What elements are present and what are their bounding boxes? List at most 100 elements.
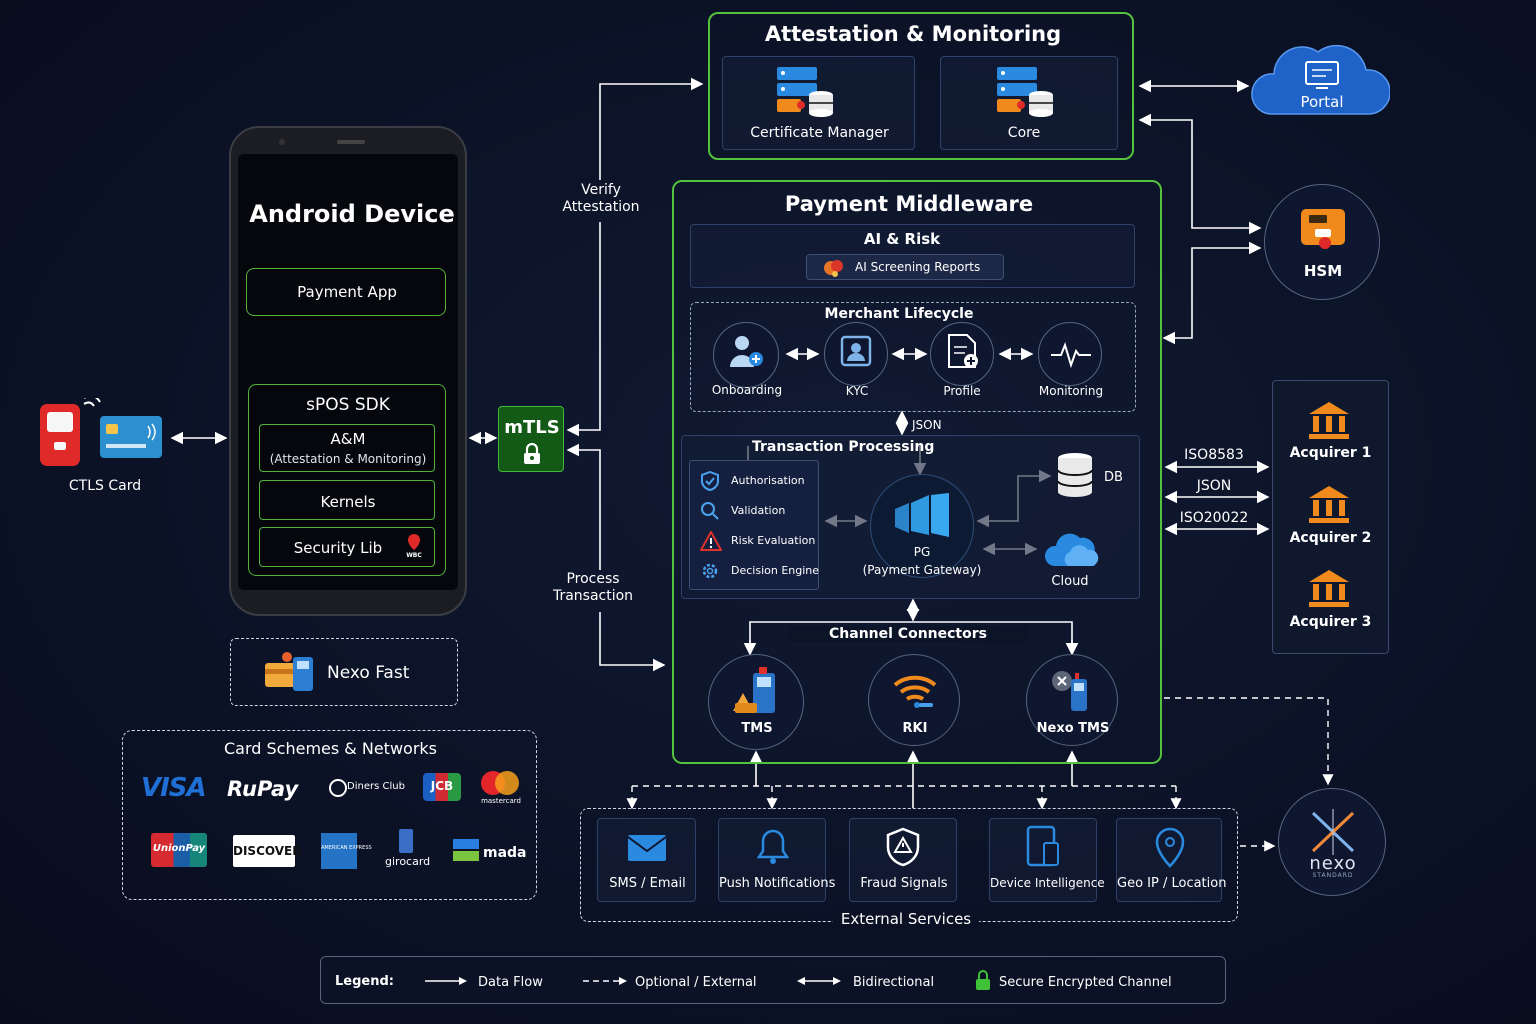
acquirer-2-label: Acquirer 2 bbox=[1289, 530, 1372, 546]
cloud-label: Cloud bbox=[1051, 574, 1089, 589]
android-title: Android Device bbox=[249, 200, 455, 228]
transaction-steps-list: Authorisation Validation Risk Evaluation… bbox=[689, 460, 819, 590]
location-pin-icon bbox=[1155, 827, 1185, 868]
core-box[interactable]: Core bbox=[940, 56, 1118, 150]
diners-club-logo: Diners Club bbox=[347, 781, 405, 792]
nexo-fast-label: Nexo Fast bbox=[327, 663, 410, 683]
cloud-icon bbox=[1251, 44, 1391, 115]
transaction-processing-title: Transaction Processing bbox=[752, 439, 935, 455]
decision-gear-icon bbox=[702, 563, 718, 579]
mtls-box[interactable]: mTLS bbox=[498, 406, 564, 472]
payment-gateway-node[interactable] bbox=[870, 474, 974, 578]
merchant-lifecycle-box: Merchant Lifecycle bbox=[690, 302, 1136, 412]
push-notifications-card[interactable]: Push Notifications bbox=[718, 818, 835, 902]
email-icon bbox=[627, 835, 667, 861]
data-flow-arrow-icon bbox=[425, 977, 467, 985]
monitoring-node[interactable] bbox=[1038, 322, 1102, 386]
device-intelligence-card[interactable]: Device Intelligence bbox=[989, 818, 1105, 902]
ai-risk-title: AI & Risk bbox=[863, 230, 941, 248]
certificate-manager-box[interactable]: Certificate Manager bbox=[722, 56, 915, 150]
geo-ip-card[interactable]: Geo IP / Location bbox=[1116, 818, 1227, 902]
amex-logo: AMERICAN EXPRESS bbox=[321, 845, 372, 851]
kyc-node[interactable] bbox=[824, 322, 888, 386]
kyc-id-icon bbox=[840, 335, 872, 367]
portal-cloud[interactable]: Portal bbox=[1250, 32, 1391, 118]
contactless-terminal-icon bbox=[40, 394, 162, 466]
fraud-shield-icon bbox=[886, 827, 920, 867]
bank-icon bbox=[1309, 402, 1349, 439]
core-label: Core bbox=[1007, 125, 1041, 141]
unionpay-badge: UnionPay bbox=[151, 833, 207, 867]
acquirer-3-label: Acquirer 3 bbox=[1289, 614, 1372, 630]
db-icon bbox=[1057, 453, 1093, 497]
bell-icon bbox=[757, 829, 789, 864]
process-label: Process bbox=[566, 571, 620, 587]
payment-middleware-box: Payment Middleware bbox=[672, 180, 1162, 764]
nexo-standard-node[interactable]: nexo STANDARD bbox=[1278, 788, 1386, 896]
nexo-tms-terminal-icon bbox=[1052, 671, 1087, 711]
sms-email-card[interactable]: SMS / Email bbox=[597, 818, 696, 902]
jcb-badge: JCB bbox=[423, 773, 461, 801]
card-schemes-title: Card Schemes & Networks bbox=[223, 739, 437, 758]
payment-gateway-icon bbox=[895, 493, 949, 537]
onboarding-user-icon bbox=[730, 336, 763, 367]
wbc-pin-icon bbox=[408, 534, 420, 550]
channel-connectors-title: Channel Connectors bbox=[788, 626, 1028, 642]
acquirer-2[interactable] bbox=[1307, 484, 1351, 528]
attestation-title: Attestation & Monitoring bbox=[764, 22, 1062, 46]
kyc-label: KYC bbox=[845, 384, 869, 398]
onboarding-node[interactable] bbox=[713, 322, 779, 388]
nexo-fast-box[interactable]: Nexo Fast bbox=[230, 638, 458, 706]
payment-app-box[interactable]: Payment App bbox=[246, 268, 446, 316]
fraud-signals-card[interactable]: Fraud Signals bbox=[849, 818, 957, 902]
nexo-fast-card-icon bbox=[265, 652, 313, 691]
security-lib-box[interactable]: Security Lib WBC bbox=[259, 527, 435, 567]
rki-node[interactable]: RKI bbox=[868, 654, 960, 746]
am-box[interactable]: A&M (Attestation & Monitoring) bbox=[259, 424, 435, 472]
nexo-tms-node[interactable]: Nexo TMS bbox=[1026, 654, 1118, 746]
kernels-box[interactable]: Kernels bbox=[259, 480, 435, 520]
legend-data-flow: Data Flow bbox=[478, 975, 543, 990]
nexo-x-icon bbox=[1311, 809, 1355, 855]
ai-screening-button[interactable]: AI Screening Reports bbox=[806, 254, 1004, 280]
bank-icon bbox=[1309, 486, 1349, 523]
jcb-logo: JCB bbox=[430, 779, 454, 793]
iso8583-label: ISO8583 bbox=[1184, 447, 1244, 463]
json-protocol-label: JSON bbox=[1196, 478, 1232, 494]
db-label: DB bbox=[1104, 470, 1123, 485]
acquirer-1-label: Acquirer 1 bbox=[1289, 445, 1372, 461]
acquirer-3[interactable] bbox=[1307, 568, 1351, 612]
core-server-icon bbox=[997, 67, 1053, 117]
tms-node[interactable]: TMS bbox=[708, 654, 804, 750]
tms-terminal-icon bbox=[733, 667, 775, 713]
nexo-sub-label: STANDARD bbox=[1312, 872, 1354, 879]
validation-search-icon bbox=[701, 502, 719, 520]
verify-label: Verify bbox=[581, 182, 621, 198]
merchant-lifecycle-title: Merchant Lifecycle bbox=[824, 306, 974, 322]
attestation-box: Attestation & Monitoring bbox=[708, 12, 1134, 160]
amex-badge: AMERICAN EXPRESS bbox=[321, 833, 372, 869]
kernels-label: Kernels bbox=[320, 493, 376, 511]
ai-risk-box: AI & Risk AI Screening Reports bbox=[690, 224, 1135, 288]
unionpay-logo: UnionPay bbox=[152, 843, 206, 854]
hsm-circle[interactable]: HSM bbox=[1264, 184, 1380, 300]
legend-title: Legend: bbox=[335, 974, 394, 989]
pg-label: PG bbox=[913, 545, 931, 559]
tms-label: TMS bbox=[741, 721, 773, 736]
authorisation-shield-icon bbox=[701, 471, 719, 491]
legend-box: Legend: Data Flow Optional / External Bi… bbox=[320, 956, 1226, 1004]
fraud-signals-label: Fraud Signals bbox=[860, 876, 948, 891]
legend-secure: Secure Encrypted Channel bbox=[999, 975, 1172, 990]
geo-ip-label: Geo IP / Location bbox=[1117, 876, 1227, 891]
secure-lock-icon bbox=[976, 970, 990, 990]
bank-icon bbox=[1309, 570, 1349, 607]
discover-badge: DISCOVER bbox=[233, 835, 301, 867]
phone-speaker bbox=[337, 140, 365, 144]
acquirer-1[interactable] bbox=[1307, 400, 1351, 444]
legend-optional: Optional / External bbox=[635, 975, 757, 990]
profile-node[interactable] bbox=[930, 322, 994, 386]
mada-green-bar bbox=[453, 851, 479, 861]
mada-blue-bar bbox=[453, 839, 479, 849]
device-intelligence-label: Device Intelligence bbox=[990, 876, 1105, 890]
rki-wireless-icon bbox=[893, 675, 937, 708]
